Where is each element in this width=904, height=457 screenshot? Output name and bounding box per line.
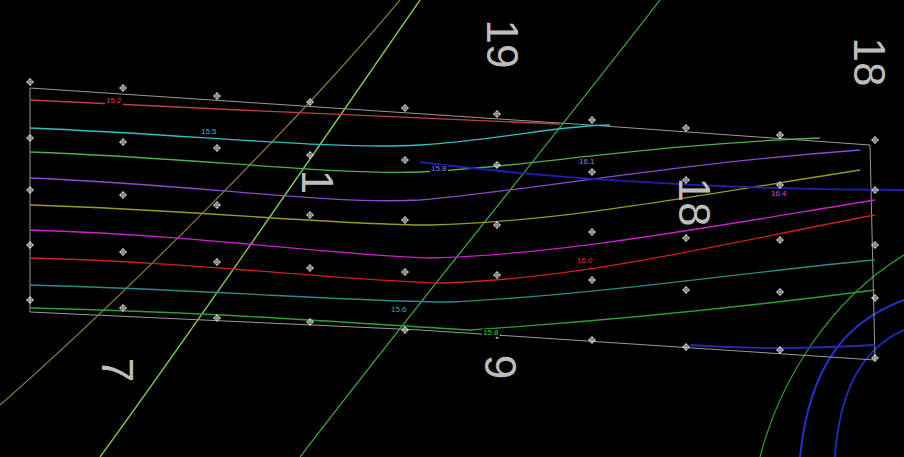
survey-point xyxy=(306,211,314,219)
survey-point xyxy=(682,343,690,351)
survey-point xyxy=(213,201,221,209)
survey-point xyxy=(493,161,501,169)
lot-line xyxy=(760,255,904,457)
contour-label: 16.0 xyxy=(576,257,594,265)
survey-point xyxy=(776,236,784,244)
lot-number: 18 xyxy=(847,38,891,87)
survey-points xyxy=(26,78,879,362)
contour-lines xyxy=(30,100,904,348)
survey-point xyxy=(119,191,127,199)
survey-point xyxy=(401,268,409,276)
lot-number: 19 xyxy=(480,20,524,69)
survey-point xyxy=(588,228,596,236)
survey-point xyxy=(213,92,221,100)
survey-point xyxy=(26,134,34,142)
contour-label: 16.4 xyxy=(770,190,788,198)
survey-point xyxy=(871,186,879,194)
lot-line xyxy=(0,0,400,405)
survey-point xyxy=(588,168,596,176)
contour-label: 15.8 xyxy=(430,165,448,173)
survey-point xyxy=(401,156,409,164)
survey-point xyxy=(306,264,314,272)
survey-point xyxy=(213,258,221,266)
survey-point xyxy=(871,136,879,144)
contour-label: 15.5 xyxy=(200,128,218,136)
survey-point xyxy=(588,336,596,344)
survey-point xyxy=(119,138,127,146)
survey-point xyxy=(213,144,221,152)
survey-point xyxy=(26,78,34,86)
survey-point xyxy=(119,84,127,92)
lot-number: 9 xyxy=(478,355,522,379)
lot-number: 18 xyxy=(672,178,716,227)
lot-number: 7 xyxy=(95,358,139,382)
survey-point xyxy=(401,104,409,112)
survey-point xyxy=(26,296,34,304)
survey-point xyxy=(306,151,314,159)
survey-point xyxy=(776,131,784,139)
survey-point xyxy=(682,286,690,294)
survey-point xyxy=(588,276,596,284)
survey-boundary xyxy=(30,88,875,360)
lot-line xyxy=(100,0,420,457)
survey-point xyxy=(493,271,501,279)
ditch-line xyxy=(800,300,904,457)
survey-point xyxy=(119,248,127,256)
contour-label: 15.6 xyxy=(390,306,408,314)
lot-number: 1 xyxy=(295,170,339,194)
survey-point xyxy=(306,318,314,326)
survey-point xyxy=(682,124,690,132)
survey-point xyxy=(213,314,221,322)
survey-point xyxy=(493,221,501,229)
survey-point xyxy=(26,186,34,194)
survey-point xyxy=(871,294,879,302)
survey-point xyxy=(401,216,409,224)
survey-point xyxy=(588,116,596,124)
survey-point xyxy=(119,304,127,312)
survey-point xyxy=(776,181,784,189)
survey-point xyxy=(682,234,690,242)
ditch-line xyxy=(835,330,904,457)
contour-label: 15.2 xyxy=(105,97,123,105)
survey-point xyxy=(776,288,784,296)
lot-line xyxy=(300,0,660,457)
survey-point xyxy=(493,110,501,118)
survey-point xyxy=(401,326,409,334)
survey-point xyxy=(871,354,879,362)
survey-point xyxy=(871,241,879,249)
survey-point xyxy=(306,98,314,106)
contour-label: 15.8 xyxy=(482,329,500,337)
contour-label: 16.1 xyxy=(578,158,596,166)
survey-point xyxy=(26,241,34,249)
survey-point xyxy=(776,346,784,354)
